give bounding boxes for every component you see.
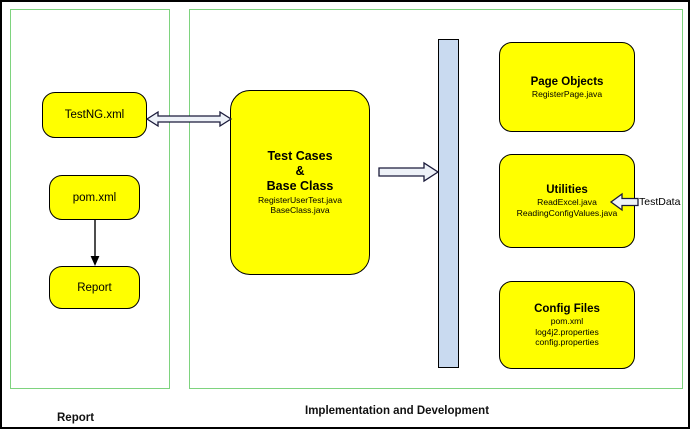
testdata-label: TestData [639, 196, 681, 208]
node-testng-xml[interactable]: TestNG.xml [42, 92, 147, 138]
node-config-files[interactable]: Config Files pom.xml log4j2.properties c… [499, 281, 635, 369]
node-pom-xml[interactable]: pom.xml [49, 175, 140, 220]
node-report[interactable]: Report [49, 266, 140, 309]
node-utilities-title: Utilities [546, 184, 588, 197]
node-page-objects[interactable]: Page Objects RegisterPage.java [499, 42, 635, 132]
node-config-files-sub3: config.properties [535, 337, 599, 348]
node-config-files-sub2: log4j2.properties [535, 326, 599, 337]
node-utilities-sub2: ReadingConfigValues.java [516, 208, 618, 218]
node-report-title: Report [77, 281, 112, 294]
node-test-cases-sub2: BaseClass.java [270, 205, 330, 216]
node-test-cases-line1: Test Cases [267, 148, 333, 163]
arrow-testdata-to-utilities [609, 192, 639, 212]
node-page-objects-title: Page Objects [530, 75, 604, 88]
arrow-testng-to-testcases [145, 110, 233, 128]
node-pom-xml-title: pom.xml [72, 191, 117, 204]
node-page-objects-sub1: RegisterPage.java [531, 88, 603, 99]
node-test-cases-sub1: RegisterUserTest.java [257, 194, 343, 205]
implementation-panel-label: Implementation and Development [305, 405, 490, 417]
report-panel [10, 9, 170, 389]
arrow-testcases-to-bar [378, 161, 440, 183]
implementation-panel [189, 9, 683, 389]
node-testng-xml-title: TestNG.xml [64, 109, 125, 121]
node-test-cases-base-class[interactable]: Test Cases & Base Class RegisterUserTest… [230, 90, 370, 275]
arrow-pom-to-report [90, 220, 100, 266]
report-panel-label: Report [57, 412, 95, 424]
node-utilities-sub1: ReadExcel.java [537, 197, 597, 208]
node-test-cases-line3: Base Class [266, 179, 334, 194]
node-config-files-title: Config Files [534, 302, 600, 315]
vertical-connector-bar [438, 39, 459, 368]
node-config-files-sub1: pom.xml [550, 315, 584, 326]
node-test-cases-line2: & [295, 164, 305, 179]
